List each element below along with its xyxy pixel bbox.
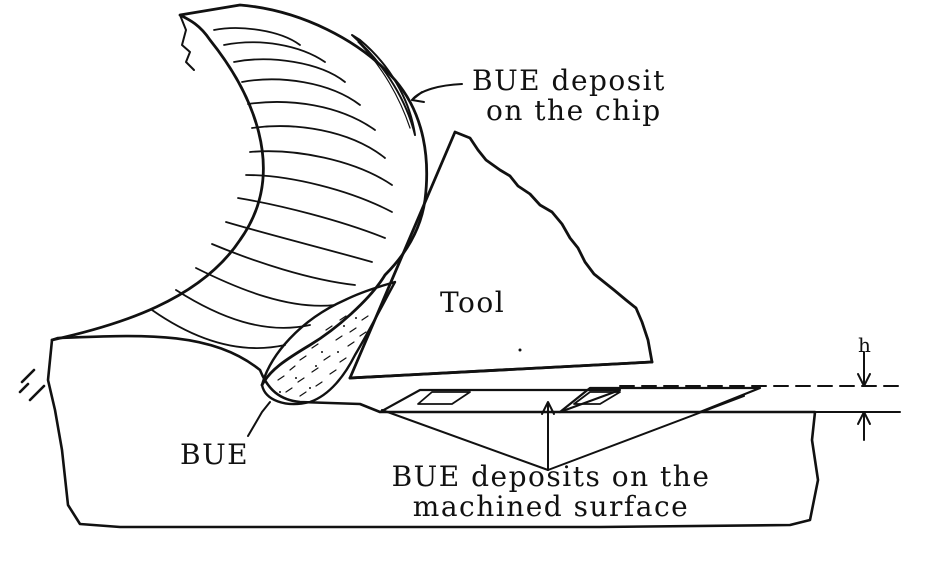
- bue-texture: [277, 307, 369, 397]
- label-bue-chip-line2: on the chip: [486, 94, 662, 127]
- leader-surface-right: [547, 395, 745, 471]
- chip-lamellae: [151, 27, 393, 349]
- chip-top-edge: [179, 14, 195, 71]
- leader-chip: [411, 83, 463, 101]
- surface-deposit-2: [558, 386, 762, 414]
- bue-body: [260, 280, 397, 406]
- label-depth-h: h: [858, 333, 871, 357]
- bue-chip-deposit: [351, 34, 416, 136]
- tool: [348, 130, 654, 380]
- workpiece: [46, 334, 820, 529]
- label-bue-chip-line1: BUE deposit: [472, 64, 666, 97]
- break-mark: [18, 368, 46, 402]
- leader-surface-left: [381, 409, 549, 471]
- label-bue: BUE: [180, 438, 250, 471]
- label-bue-surface-line1: BUE deposits on the: [391, 460, 711, 493]
- label-bue-surface-line2: machined surface: [412, 490, 690, 523]
- label-tool: Tool: [440, 286, 506, 319]
- surface-deposit-1: [378, 388, 622, 414]
- chip: [50, 3, 429, 387]
- leader-bue: [247, 401, 271, 437]
